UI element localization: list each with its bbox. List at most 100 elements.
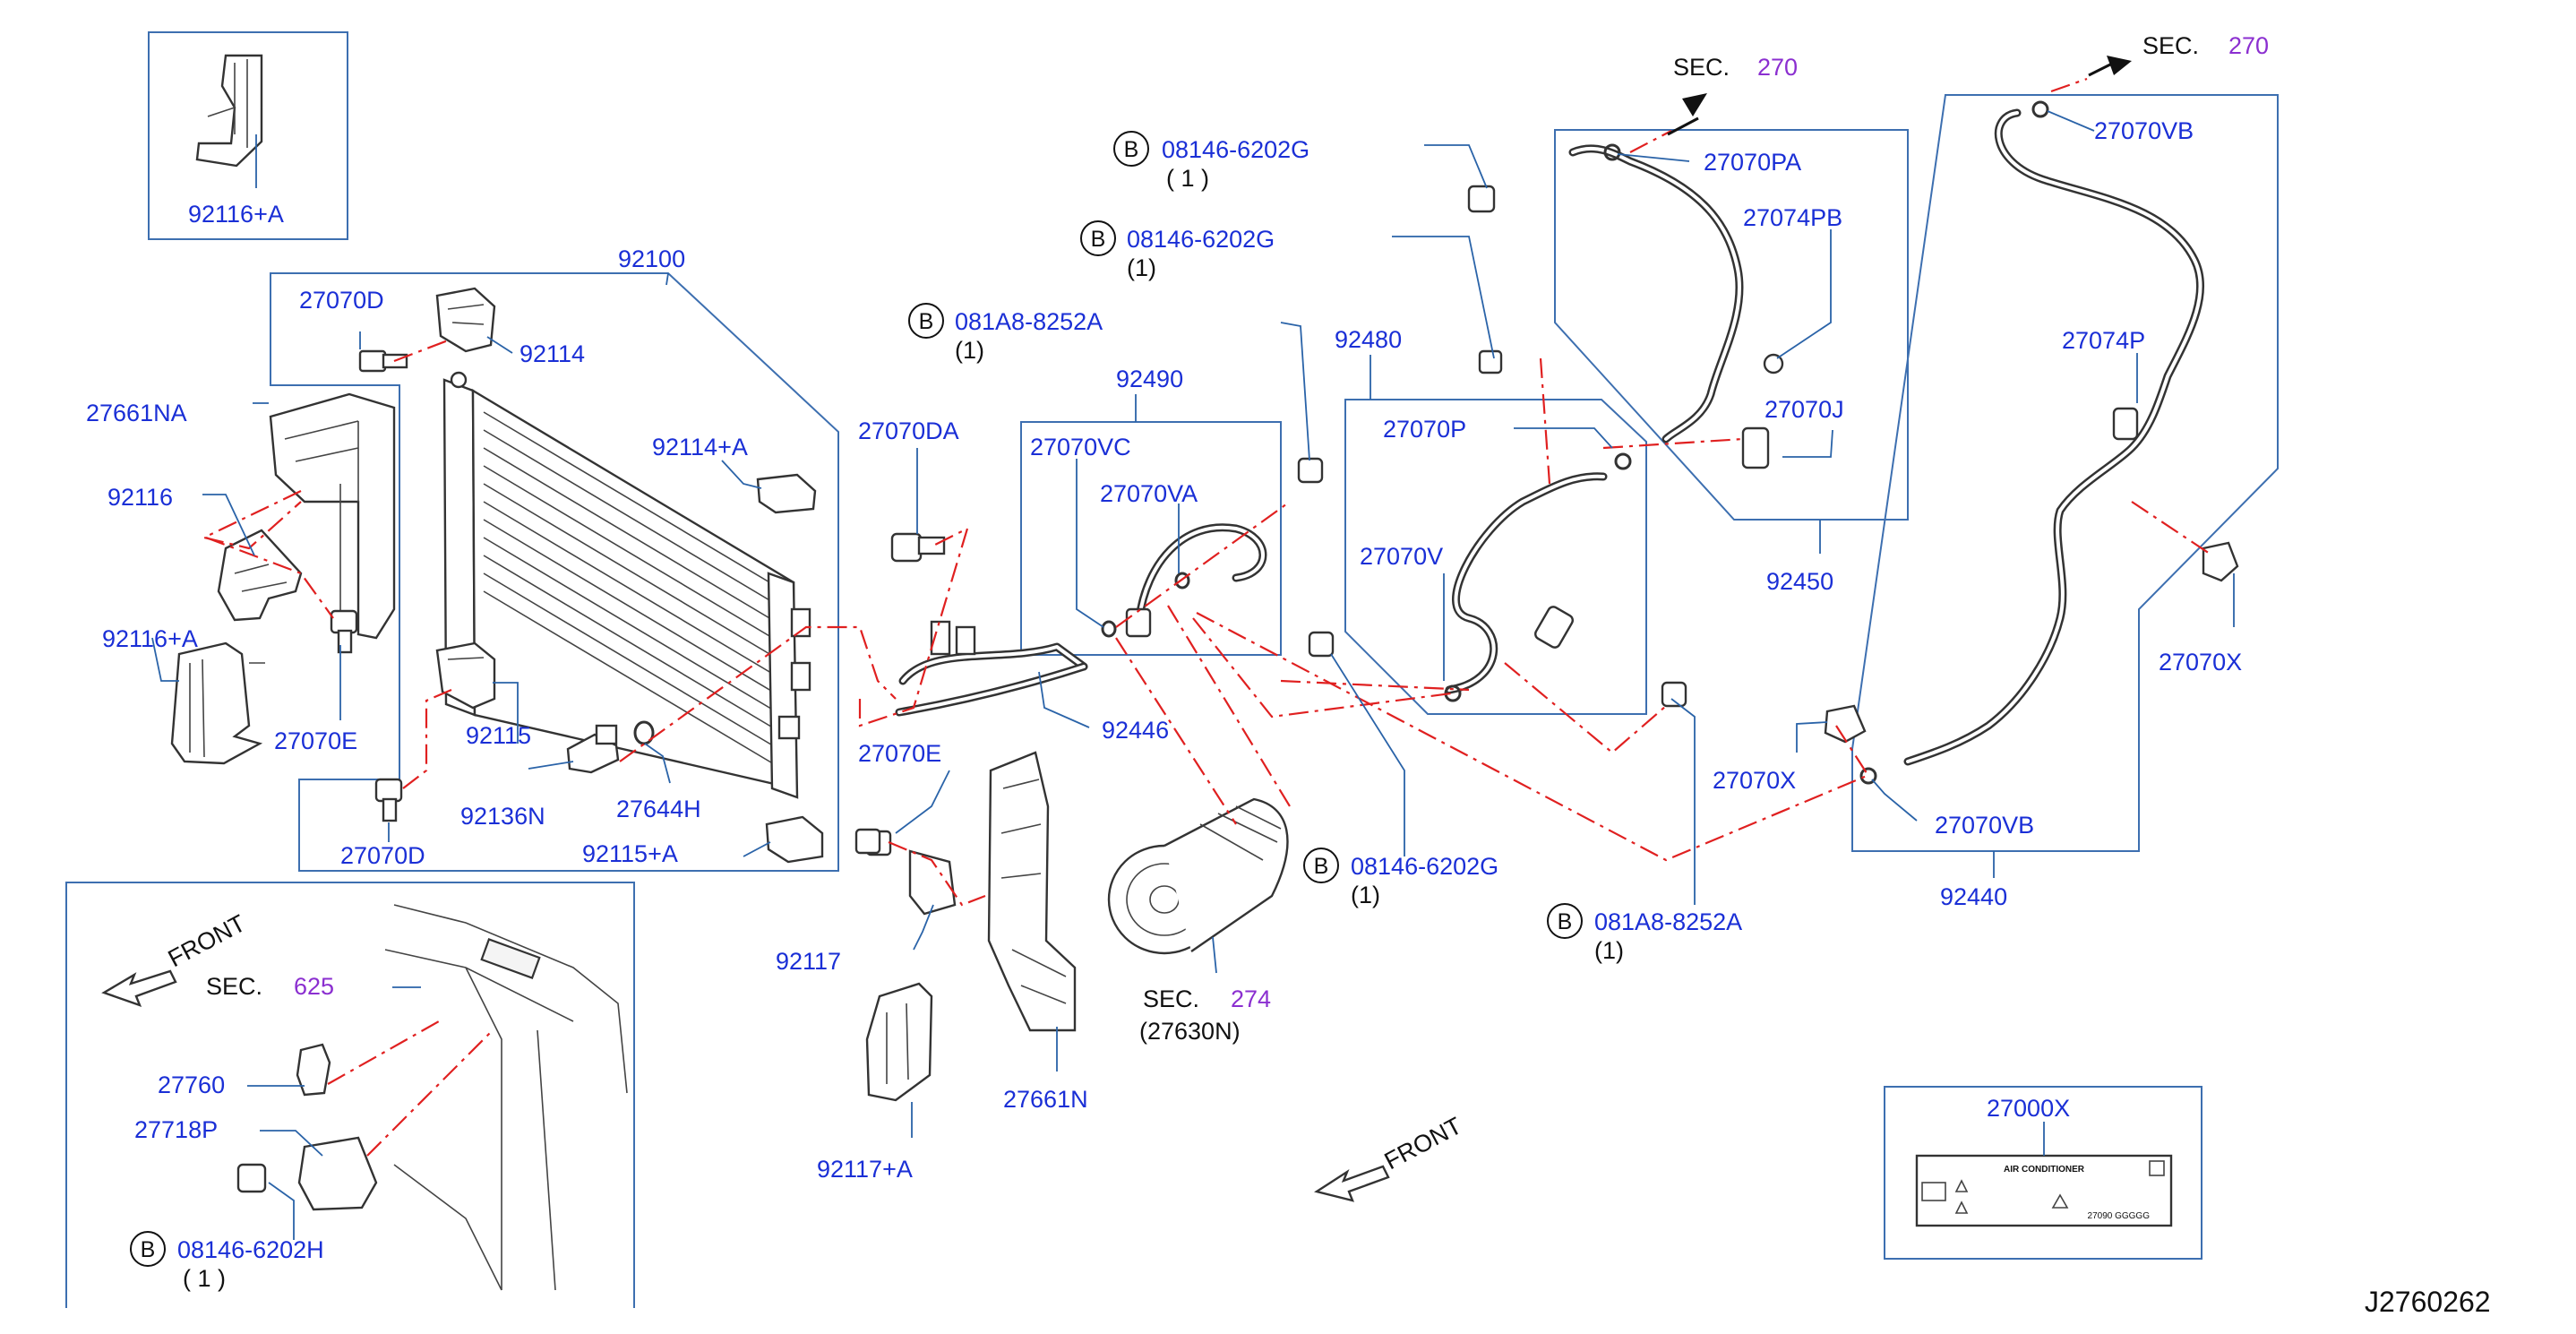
bolt-27070d-top-drawing [358,349,408,373]
label-92480: 92480 [1335,326,1402,353]
leader-lines [151,110,2235,1240]
arrow-front-inset [101,969,177,1008]
bolt-4-part: 08146-6202G [1351,853,1498,880]
label-27070x-right: 27070X [2159,649,2242,676]
bolt-3-part: 081A8-8252A [955,308,1103,335]
bolt-symbol-4 [1303,848,1339,883]
bracket-92115a-drawing [765,815,824,864]
bolt-1-qty: ( 1 ) [1166,165,1209,192]
label-27000x: 27000X [1987,1095,2070,1122]
box-92100 [270,272,839,872]
diagram-code: J2760262 [2365,1286,2491,1318]
label-27070vc: 27070VC [1030,434,1131,460]
sec-270-b-num: 270 [2228,32,2269,59]
arrow-sec270-a [1667,93,1707,136]
sec-274-prefix: SEC. [1143,985,1199,1012]
label-92114a: 92114+A [652,434,748,460]
box-92490 [1020,421,1282,656]
clip-92114-drawing [435,287,496,353]
sec-625-num: 625 [294,973,334,1000]
bolt-symbol-6-letter: B [141,1237,156,1262]
label-92116a-top: 92116+A [188,201,284,228]
label-27070d-top: 27070D [299,287,384,314]
sticker-27000x: AIR CONDITIONER 27090 GGGGG [1915,1154,2173,1227]
hose-92490-drawing [1101,523,1267,638]
bracket-92117a-drawing [865,982,933,1102]
label-27630n: (27630N) [1139,1018,1241,1045]
bolt-symbol-5-letter: B [1558,909,1573,934]
bracket-92116-drawing [217,529,303,622]
bolt-symbol-3 [908,303,944,339]
label-92490: 92490 [1116,366,1183,392]
label-27070vb-top: 27070VB [2094,117,2194,144]
sec-270-b-prefix: SEC. [2142,32,2199,59]
bolt-symbol-6 [130,1231,166,1267]
sticker-code: 27090 GGGGG [2088,1211,2151,1221]
label-27070da: 27070DA [858,417,959,444]
label-92450: 92450 [1766,568,1833,595]
air-guide-27661na-drawing [269,392,396,640]
bolt-5-qty: (1) [1594,937,1624,964]
bolt-1-part: 08146-6202G [1162,136,1309,163]
label-27070p: 27070P [1383,416,1466,443]
bolt-5-part: 081A8-8252A [1594,908,1742,935]
sensor-92136n-drawing [566,724,620,774]
front-inset-structure-drawing [236,904,628,1291]
condenser-92100-drawing [442,371,811,799]
compressor-drawing [1107,797,1289,955]
label-27661na: 27661NA [86,400,187,426]
sec-274-num: 274 [1231,985,1271,1012]
sec-270-a-prefix: SEC. [1673,54,1730,81]
label-92446: 92446 [1102,717,1169,744]
label-27070d-bot: 27070D [340,842,425,869]
bolt-3-qty: (1) [955,337,984,364]
box-92116a-inset [148,31,348,240]
bolt-symbol-4-letter: B [1314,854,1329,879]
bracket-92115-drawing [435,641,496,710]
front-label-inset: FRONT [164,909,250,972]
bolt-symbol-3-letter: B [919,309,934,334]
box-92440 [1851,94,2279,852]
bolt-symbol-2 [1080,220,1116,256]
label-92115: 92115 [466,722,531,749]
bolt-6-part: 08146-6202H [177,1236,324,1263]
bracket-92116a-mid-drawing [170,641,265,765]
label-27074p: 27074P [2062,327,2145,354]
label-92100: 92100 [618,245,685,272]
bolt-6-qty: ( 1 ) [183,1265,226,1292]
label-92440: 92440 [1940,883,2007,910]
label-27074pb: 27074PB [1743,204,1842,231]
box-inset-front [65,882,635,1308]
label-27070vb-bot: 27070VB [1935,812,2034,839]
bolt-4-qty: (1) [1351,882,1380,908]
label-92136n: 92136N [460,803,545,830]
oring-27644h-drawing [633,720,655,745]
bolt-symbol-5 [1547,903,1583,939]
label-27760: 27760 [158,1072,225,1098]
box-92450 [1554,129,1909,521]
pipe-92440-drawing [1824,100,2239,785]
hose-92480-drawing [1444,452,1632,702]
label-27070x-mid: 27070X [1713,767,1796,794]
label-92114: 92114 [519,340,585,367]
bolt-2-qty: (1) [1127,254,1156,281]
front-label-main: FRONT [1380,1112,1466,1175]
label-27644h: 27644H [616,796,701,822]
bolts-center-drawing [854,185,1687,855]
label-27070v: 27070V [1360,543,1443,570]
pipe-92446-drawing [895,620,1088,717]
bolt-27070da-drawing [890,532,946,563]
label-92116: 92116 [107,484,173,511]
bolt-2-part: 08146-6202G [1127,226,1275,253]
label-27718p: 27718P [134,1116,218,1143]
box-92480 [1344,399,1647,715]
air-guide-27661n-drawing [987,751,1077,1032]
arrow-front-main [1314,1165,1390,1202]
dashed-connections [201,77,2213,1157]
bolt-27070d-bot-drawing [374,778,403,822]
bracket-92116a-top-drawing [195,54,263,168]
bolt-27070e-left-drawing [330,609,358,654]
label-27070e-mid: 27070E [858,740,941,767]
sticker-title: AIR CONDITIONER [2004,1165,2085,1175]
